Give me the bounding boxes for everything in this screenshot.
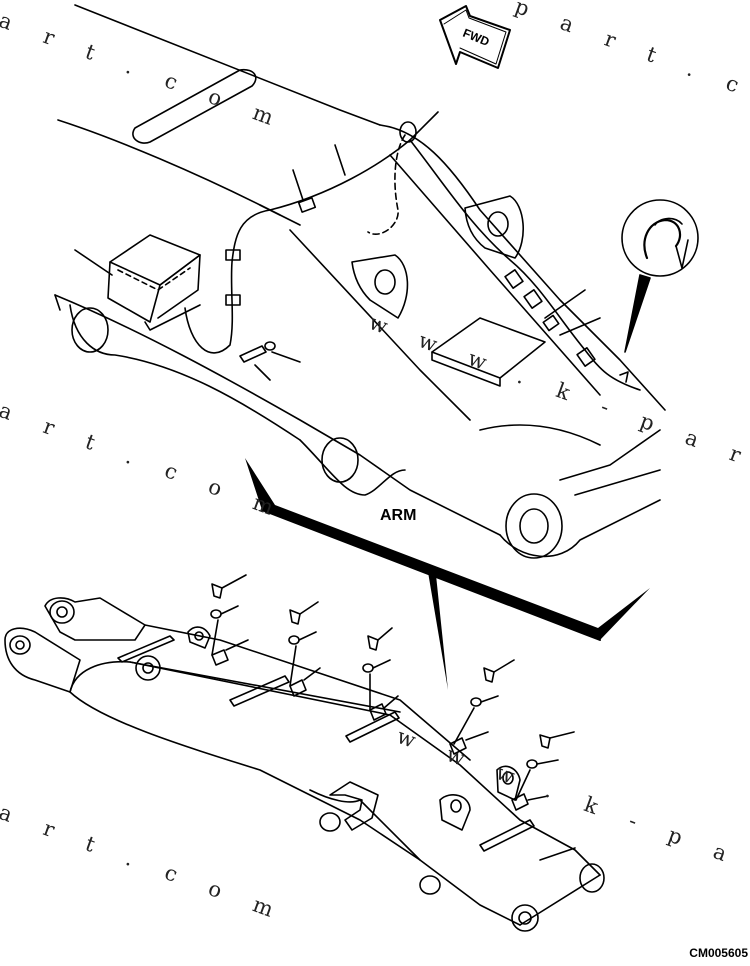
arm-detail-lower <box>4 574 605 932</box>
bolt-group <box>210 574 575 801</box>
drawing-code: CM005605 <box>689 946 748 960</box>
fwd-label: FWD <box>461 26 492 49</box>
arm-detail-upper <box>54 4 699 559</box>
fwd-arrow: FWD <box>439 5 511 69</box>
arm-label: ARM <box>380 507 416 524</box>
arm-callout: ARM <box>245 458 650 690</box>
